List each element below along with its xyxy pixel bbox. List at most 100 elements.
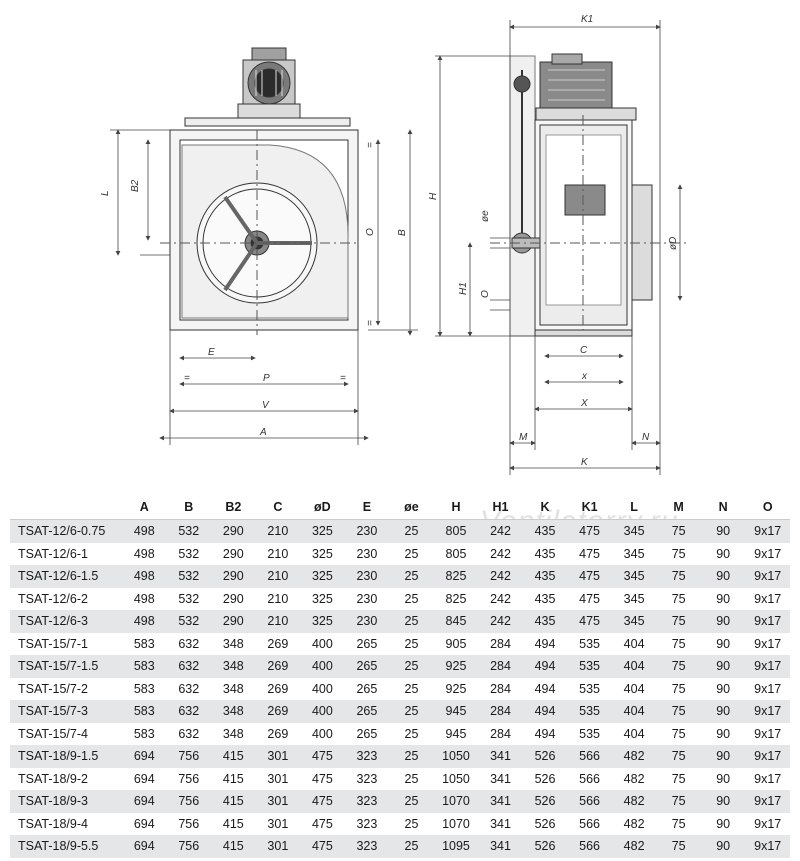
table-cell: 25 [389, 745, 434, 768]
table-cell: 210 [255, 519, 301, 543]
table-cell: 415 [211, 835, 256, 858]
table-cell: 494 [522, 700, 568, 723]
table-cell: 535 [567, 700, 612, 723]
table-cell: 25 [389, 542, 434, 565]
table-cell: 694 [122, 767, 167, 790]
table-cell: 290 [211, 565, 256, 588]
table-cell: 75 [656, 610, 701, 633]
table-cell: 498 [122, 587, 167, 610]
dim-N: N [642, 432, 650, 443]
table-cell: 566 [567, 745, 612, 768]
model-name-cell: TSAT-18/9-3 [10, 790, 122, 813]
model-name-cell: TSAT-12/6-1.5 [10, 565, 122, 588]
table-cell: 290 [211, 519, 256, 543]
table-cell: 90 [700, 542, 746, 565]
model-name-cell: TSAT-18/9-4 [10, 812, 122, 835]
table-cell: 25 [389, 835, 434, 858]
table-cell: 265 [344, 632, 390, 655]
table-cell: 9x17 [745, 519, 790, 543]
table-cell: 90 [700, 519, 746, 543]
table-cell: 435 [522, 519, 568, 543]
table-cell: 400 [300, 700, 345, 723]
table-cell: 230 [344, 587, 390, 610]
dim-eq-bottom: = [365, 320, 376, 326]
dim-K1: K1 [581, 14, 593, 25]
model-name-cell: TSAT-15/7-2 [10, 677, 122, 700]
table-cell: 75 [656, 745, 701, 768]
table-cell: 9x17 [745, 700, 790, 723]
table-cell: 90 [700, 655, 746, 678]
table-cell: 90 [700, 587, 746, 610]
table-cell: 325 [300, 519, 345, 543]
table-cell: 404 [611, 700, 657, 723]
table-cell: 25 [389, 519, 434, 543]
table-cell: 756 [166, 767, 212, 790]
table-cell: 90 [700, 700, 746, 723]
table-cell: 75 [656, 790, 701, 813]
table-cell: 75 [656, 632, 701, 655]
table-header-cell: N [718, 500, 728, 514]
table-cell: 25 [389, 722, 434, 745]
table-cell: 694 [122, 745, 167, 768]
table-cell: 805 [433, 542, 479, 565]
table-cell: 404 [611, 655, 657, 678]
table-cell: 9x17 [745, 745, 790, 768]
table-cell: 532 [166, 587, 212, 610]
table-cell: 475 [567, 565, 612, 588]
model-name-cell: TSAT-18/9-1.5 [10, 745, 122, 768]
table-cell: 348 [211, 700, 256, 723]
table-cell: 694 [122, 812, 167, 835]
dim-L: L [100, 190, 111, 196]
table-cell: 535 [567, 632, 612, 655]
table-cell: 301 [255, 812, 301, 835]
table-cell: 75 [656, 542, 701, 565]
table-cell: 632 [166, 700, 212, 723]
table-cell: 9x17 [745, 812, 790, 835]
table-cell: 632 [166, 632, 212, 655]
table-cell: 435 [522, 587, 568, 610]
model-name-cell: TSAT-18/9-2 [10, 767, 122, 790]
table-cell: 535 [567, 722, 612, 745]
table-cell: 9x17 [745, 565, 790, 588]
front-view [160, 47, 360, 335]
dim-X: X [580, 398, 588, 409]
table-cell: 75 [656, 835, 701, 858]
table-cell: 25 [389, 790, 434, 813]
table-cell: 905 [433, 632, 479, 655]
table-cell: 498 [122, 519, 167, 543]
table-cell: 1070 [433, 790, 479, 813]
table-cell: 1095 [433, 835, 479, 858]
table-cell: 25 [389, 812, 434, 835]
table-cell: 756 [166, 812, 212, 835]
table-cell: 290 [211, 610, 256, 633]
table-cell: 265 [344, 655, 390, 678]
table-cell: 400 [300, 722, 345, 745]
dim-eq-left: = [184, 373, 190, 384]
dim-O-front: O [365, 228, 376, 236]
side-motor [535, 53, 637, 121]
table-cell: 242 [478, 610, 523, 633]
table-cell: 323 [344, 790, 390, 813]
model-name-cell: TSAT-18/9-5.5 [10, 835, 122, 858]
table-cell: 269 [255, 700, 301, 723]
table-cell: 9x17 [745, 542, 790, 565]
table-cell: 230 [344, 519, 390, 543]
table-cell: 9x17 [745, 610, 790, 633]
table-cell: 25 [389, 632, 434, 655]
table-cell: 566 [567, 767, 612, 790]
table-cell: 301 [255, 745, 301, 768]
dim-oD: øD [668, 237, 679, 250]
table-cell: 566 [567, 835, 612, 858]
table-cell: 1070 [433, 812, 479, 835]
table-cell: 756 [166, 790, 212, 813]
table-cell: 345 [611, 565, 657, 588]
dim-B: B [397, 229, 408, 236]
table-cell: 1050 [433, 767, 479, 790]
